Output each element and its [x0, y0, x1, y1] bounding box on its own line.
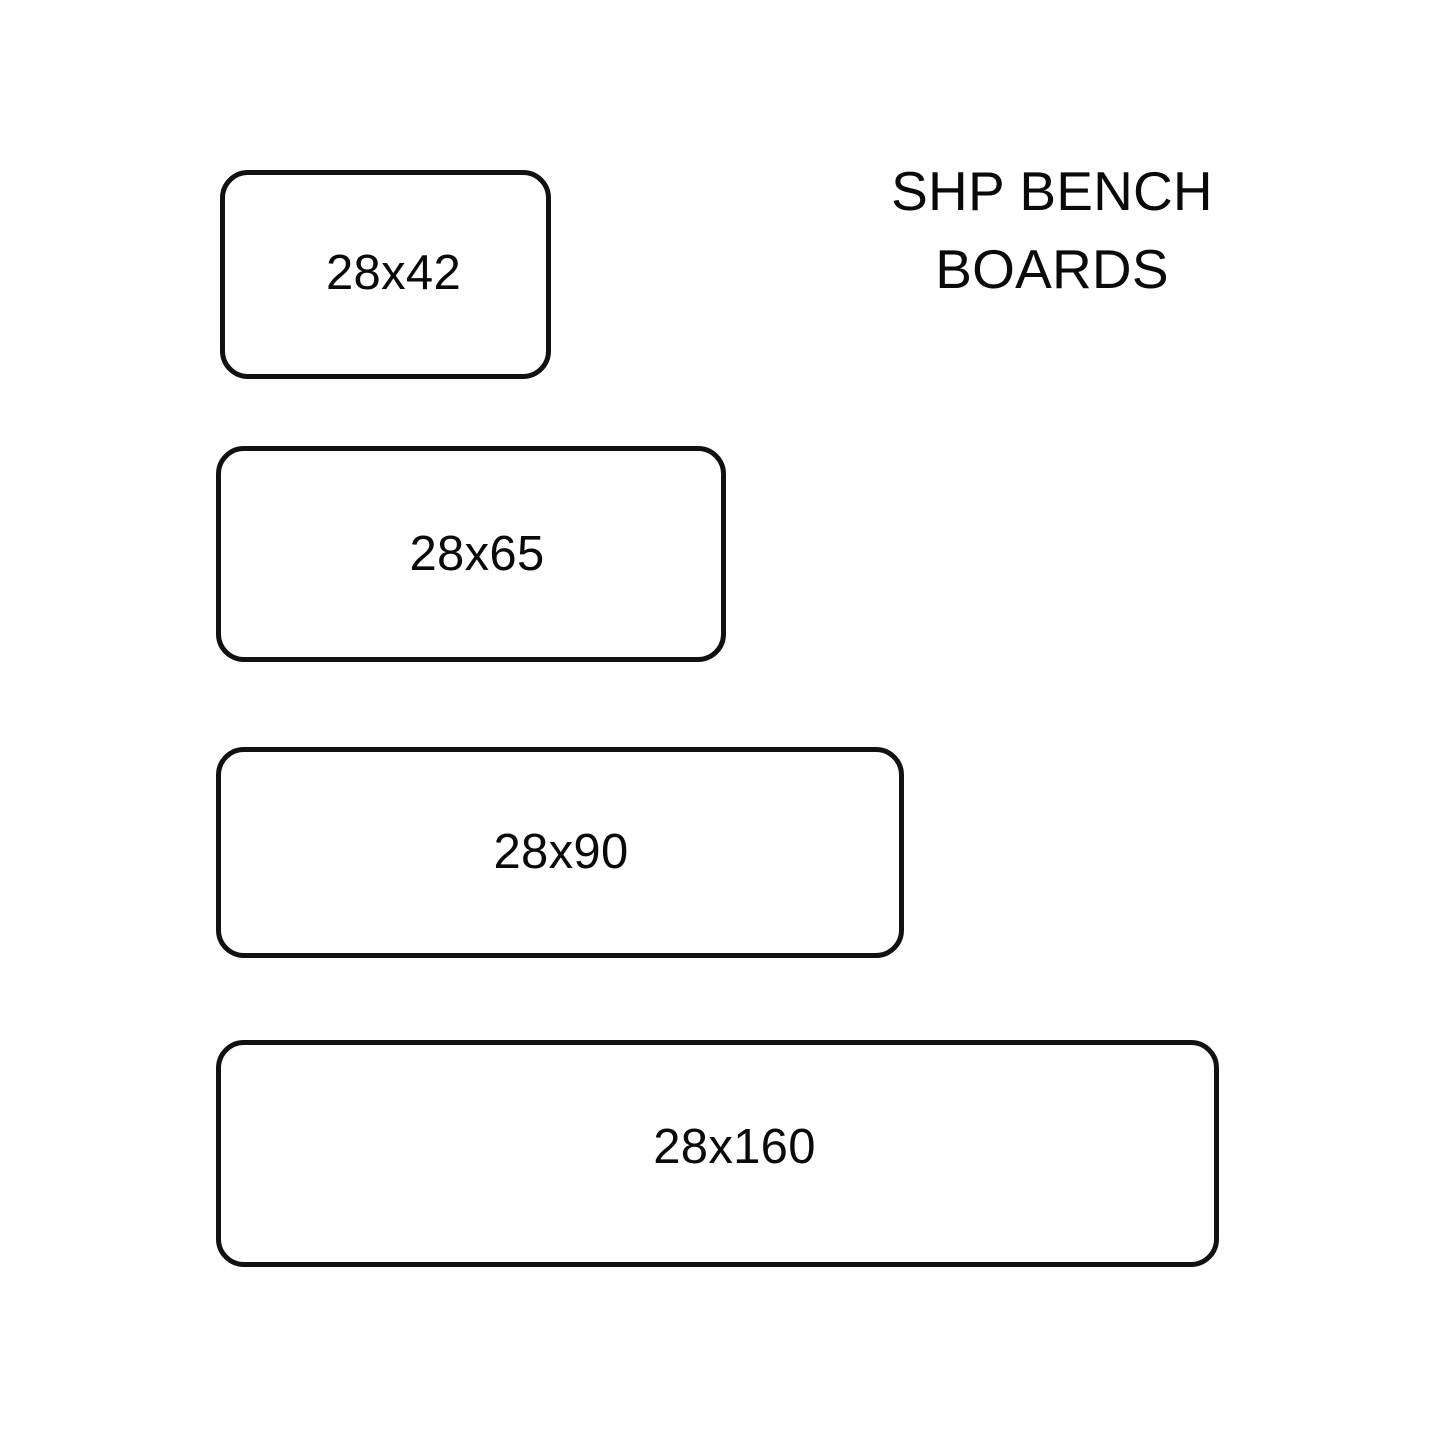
diagram-title-line-1: SHP BENCH	[891, 160, 1213, 222]
board-shape-28x90[interactable]: 28x90	[216, 747, 904, 958]
board-shape-28x42[interactable]: 28x42	[220, 170, 551, 379]
board-label: 28x42	[325, 246, 461, 300]
board-label: 28x90	[493, 825, 629, 879]
diagram-title: SHP BENCH BOARDS	[812, 152, 1292, 308]
board-label: 28x65	[409, 526, 545, 581]
diagram-title-line-2: BOARDS	[935, 238, 1169, 300]
board-label: 28x160	[653, 1120, 816, 1174]
board-shape-28x160[interactable]: 28x160	[216, 1040, 1219, 1267]
board-shape-28x65[interactable]: 28x65	[216, 446, 726, 662]
